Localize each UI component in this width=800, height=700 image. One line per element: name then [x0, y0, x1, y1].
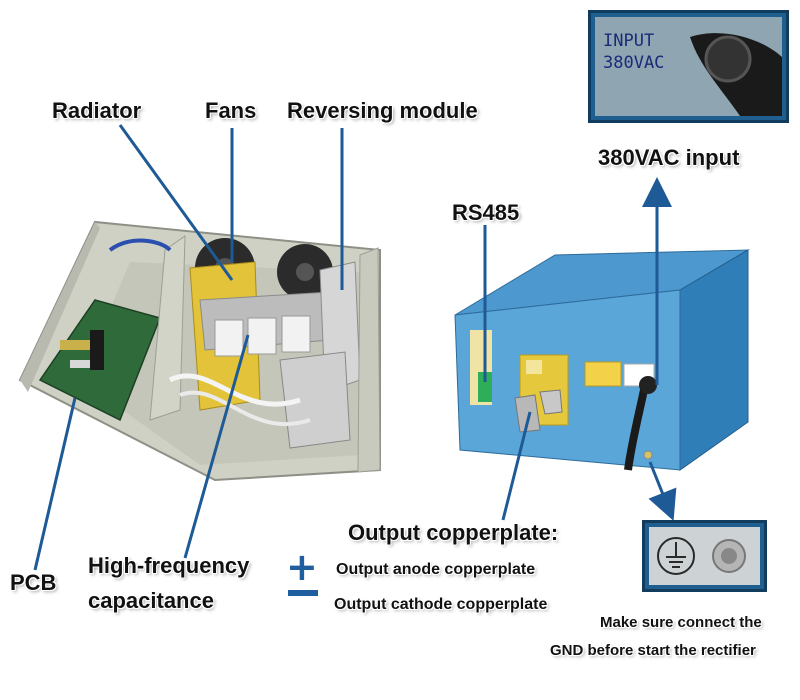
capacitance-label-line2: capacitance: [88, 588, 214, 613]
fans-label: Fans: [205, 98, 257, 123]
inset-voltage-label: 380VAC: [603, 53, 665, 73]
output-anode-label: Output anode copperplate: [336, 561, 536, 578]
ground-symbol-icon: [657, 537, 746, 575]
output-copperplate-label: Output copperplate:: [348, 520, 559, 545]
capacitance-pointer: [183, 334, 250, 559]
input-380vac-label: 380VAC input: [598, 145, 740, 170]
gnd-note-line2: GND before start the rectifier: [550, 642, 756, 659]
gnd-note-line1: Make sure connect the: [600, 614, 762, 631]
plus-icon: +: [286, 545, 318, 589]
minus-icon: [288, 590, 318, 596]
power-cable-gland-icon: [690, 33, 782, 116]
inset-input-label: INPUT: [603, 31, 655, 51]
output-copperplate-pointer: [501, 411, 532, 521]
capacitance-label-line1: High-frequency: [88, 553, 250, 578]
reversing-module-label: Reversing module: [287, 98, 478, 123]
radiator-pointer: [118, 124, 234, 281]
radiator-label: Radiator: [52, 98, 142, 123]
gnd-arrow: [648, 461, 677, 521]
pcb-pointer: [33, 397, 77, 571]
pcb-label: PCB: [10, 570, 57, 595]
rs485-label: RS485: [452, 200, 520, 225]
input-inset: INPUT 380VAC: [588, 10, 789, 123]
gnd-inset: [642, 520, 767, 592]
output-cathode-label: Output cathode copperplate: [334, 596, 548, 613]
